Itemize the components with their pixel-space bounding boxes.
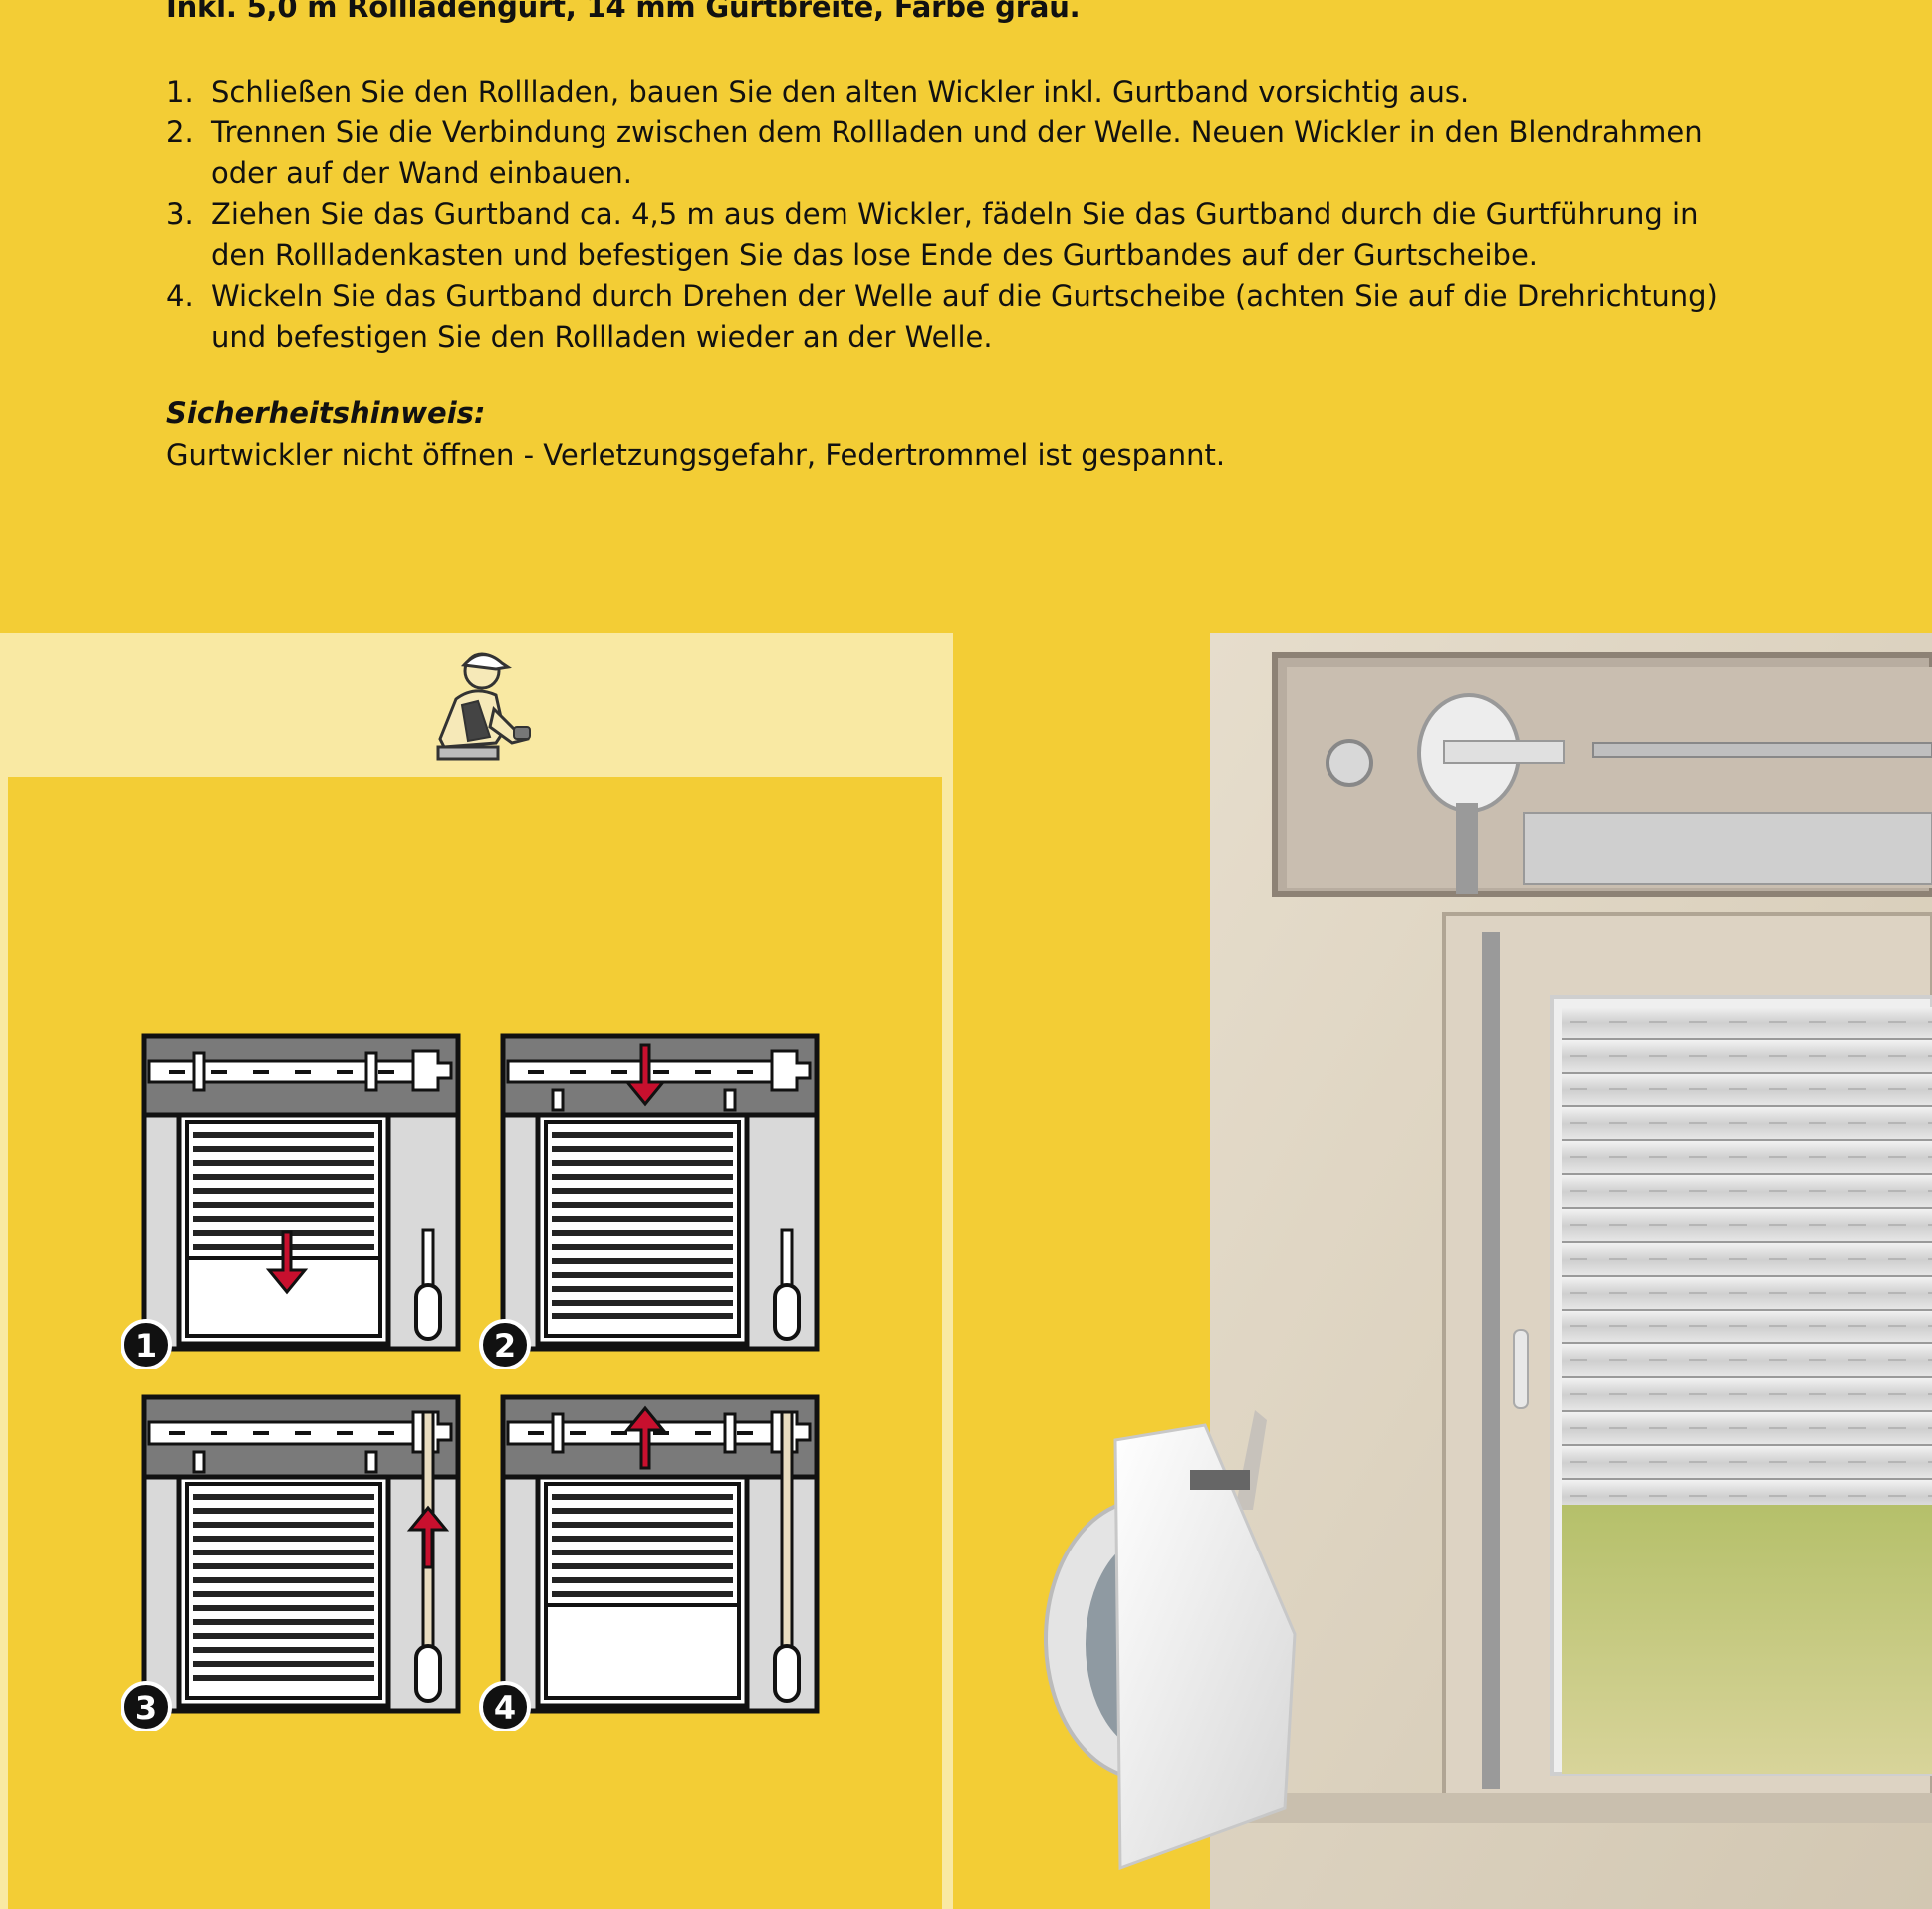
- instruction-list: 1. Schließen Sie den Rollladen, bauen Sie…: [166, 72, 1720, 358]
- step-badge-1: [121, 1319, 172, 1369]
- step-badge-3: [121, 1681, 172, 1731]
- step-text: Schließen Sie den Rollladen, bauen Sie d…: [211, 75, 1470, 109]
- step-text: Ziehen Sie das Gurtband ca. 4,5 m aus de…: [211, 197, 1699, 272]
- step-number: 4.: [166, 279, 194, 313]
- step-text: Trennen Sie die Verbindung zwischen dem …: [211, 116, 1703, 190]
- step-badge-1-label: 1: [135, 1327, 157, 1365]
- step-number: 1.: [166, 75, 194, 109]
- instruction-step: 1. Schließen Sie den Rollladen, bauen Sie…: [166, 72, 1720, 113]
- instruction-step: 2. Trennen Sie die Verbindung zwischen de…: [166, 113, 1720, 194]
- diagram-step-1: 1: [121, 1033, 461, 1369]
- step-badge-4: [479, 1681, 531, 1731]
- diagram-step-2: 2: [479, 1033, 820, 1369]
- worker-icon: [436, 652, 531, 761]
- step-badge-2-label: 2: [494, 1327, 516, 1365]
- step-text: Wickeln Sie das Gurtband durch Drehen de…: [211, 279, 1718, 354]
- instruction-step: 3. Ziehen Sie das Gurtband ca. 4,5 m aus …: [166, 194, 1720, 276]
- step-number: 3.: [166, 197, 194, 231]
- step-number: 2.: [166, 116, 194, 149]
- product-photo: [1044, 633, 1932, 1909]
- diagram-step-4: 4: [479, 1394, 820, 1731]
- step-badge-4-label: 4: [494, 1689, 516, 1727]
- safety-title: Sicherheitshinweis:: [166, 396, 486, 430]
- diagram-step-3: 3: [121, 1394, 461, 1731]
- step-badge-2: [479, 1319, 531, 1369]
- product-headline: Inkl. 5,0 m Rollladengurt, 14 mm Gurtbre…: [166, 0, 1081, 24]
- instruction-step: 4. Wickeln Sie das Gurtband durch Drehen …: [166, 276, 1720, 358]
- safety-text: Gurtwickler nicht öffnen - Verletzungsge…: [166, 438, 1226, 472]
- step-badge-3-label: 3: [135, 1689, 157, 1727]
